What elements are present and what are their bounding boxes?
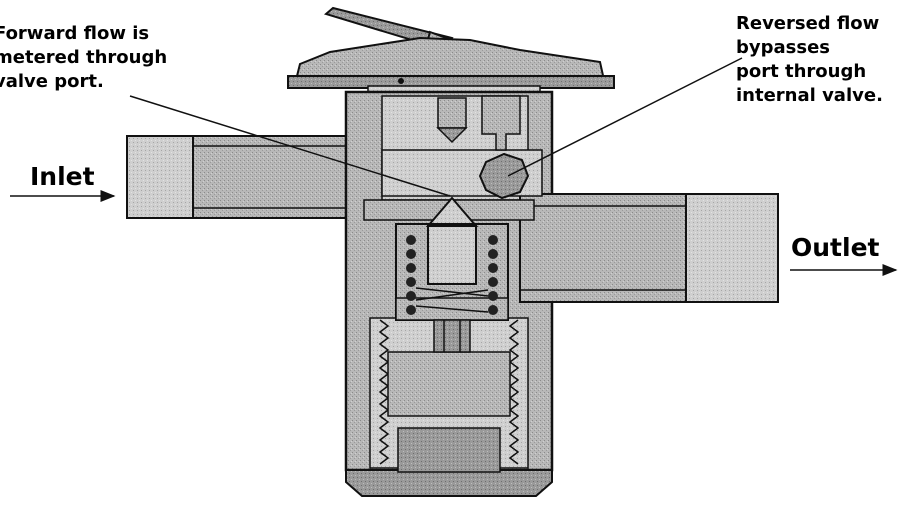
bottom-plug bbox=[387, 351, 511, 473]
valve-cap bbox=[287, 36, 615, 95]
forward-flow-leader-line bbox=[129, 95, 451, 197]
inlet-label: Inlet bbox=[30, 162, 95, 191]
outlet-label: Outlet bbox=[791, 233, 880, 262]
check-ball-internal-valve bbox=[478, 152, 530, 200]
threads-right bbox=[508, 319, 520, 465]
valve-pin bbox=[425, 196, 479, 285]
spring-left bbox=[406, 235, 416, 315]
reversed-flow-annotation: Reversed flow bypasses port through inte… bbox=[736, 12, 883, 108]
forward-flow-line-1: Forward flow is bbox=[0, 23, 150, 44]
forward-flow-line-2: metered through bbox=[0, 47, 168, 68]
forward-flow-line-3: valve port. bbox=[0, 71, 104, 92]
reversed-flow-line-4: internal valve. bbox=[736, 85, 883, 106]
reversed-flow-line-3: port through bbox=[736, 61, 867, 82]
forward-flow-annotation: Forward flow is metered through valve po… bbox=[0, 22, 167, 94]
reversed-flow-line-2: bypasses bbox=[736, 37, 830, 58]
outlet-pipe bbox=[519, 193, 779, 303]
reversed-flow-leader-line bbox=[507, 57, 743, 177]
spring-coils bbox=[415, 287, 489, 313]
inlet-pipe bbox=[126, 135, 383, 219]
spring-right bbox=[488, 235, 498, 315]
threads-left bbox=[378, 319, 390, 465]
reversed-flow-line-1: Reversed flow bbox=[736, 13, 880, 34]
